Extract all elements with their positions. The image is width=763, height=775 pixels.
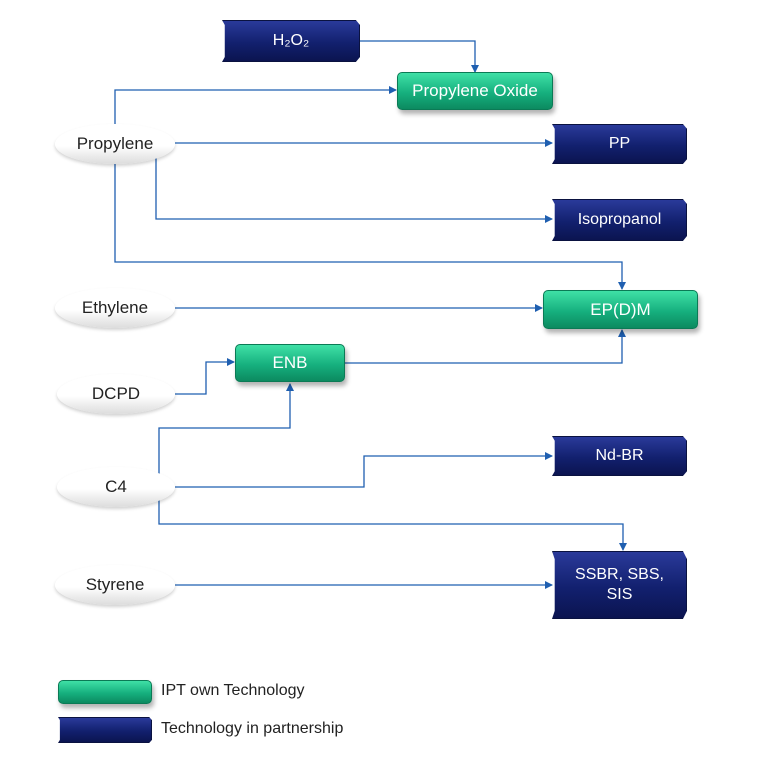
node-ssbr-sbs-sis: SSBR, SBS, SIS (552, 551, 687, 619)
node-isopropanol: Isopropanol (552, 199, 687, 241)
node-epdm-label: EP(D)M (590, 299, 651, 319)
node-styrene-label: Styrene (85, 575, 145, 595)
node-dcpd-label: DCPD (91, 384, 141, 404)
legend-swatch-own-technology (58, 680, 152, 704)
node-epdm: EP(D)M (543, 290, 698, 329)
arrow-c4-to-ssbr (158, 497, 627, 551)
arrow-propylene-to-propylene-oxide (114, 86, 397, 135)
node-ethylene-label: Ethylene (81, 298, 149, 318)
node-h2o2-label: H₂O₂ (272, 32, 310, 49)
node-enb: ENB (235, 344, 345, 382)
node-ndbr-label: Nd-BR (595, 447, 644, 464)
legend-label-partnership: Technology in partnership (161, 720, 344, 737)
node-isopropanol-label: Isopropanol (577, 211, 662, 228)
node-pp-label: PP (608, 135, 631, 152)
node-ndbr: Nd-BR (552, 436, 687, 476)
arrow-dcpd-to-enb (175, 358, 235, 395)
node-styrene: Styrene (55, 565, 175, 605)
arrow-propylene-to-isopropanol (155, 150, 553, 223)
node-propylene-oxide-label: Propylene Oxide (412, 81, 538, 101)
arrow-propylene-to-epdm (114, 158, 626, 290)
legend-label-own-technology: IPT own Technology (161, 682, 305, 699)
node-h2o2: H₂O₂ (222, 20, 360, 62)
node-c4: C4 (57, 467, 175, 507)
node-ssbr-label-line1: SSBR, SBS, (575, 566, 664, 583)
legend-swatch-partnership (58, 717, 152, 743)
node-propylene: Propylene (55, 124, 175, 164)
arrow-c4-to-enb (158, 383, 294, 477)
node-propylene-oxide: Propylene Oxide (397, 72, 553, 110)
node-c4-label: C4 (105, 477, 127, 497)
node-dcpd: DCPD (57, 374, 175, 414)
arrow-h2o2-to-propylene-oxide (360, 40, 479, 73)
arrow-c4-to-ndbr (175, 452, 553, 488)
node-propylene-label: Propylene (76, 134, 154, 154)
node-pp: PP (552, 124, 687, 164)
arrow-enb-to-epdm (345, 329, 626, 364)
node-ssbr-label-line2: SIS (606, 586, 633, 603)
node-ethylene: Ethylene (55, 288, 175, 328)
node-enb-label: ENB (272, 353, 308, 373)
